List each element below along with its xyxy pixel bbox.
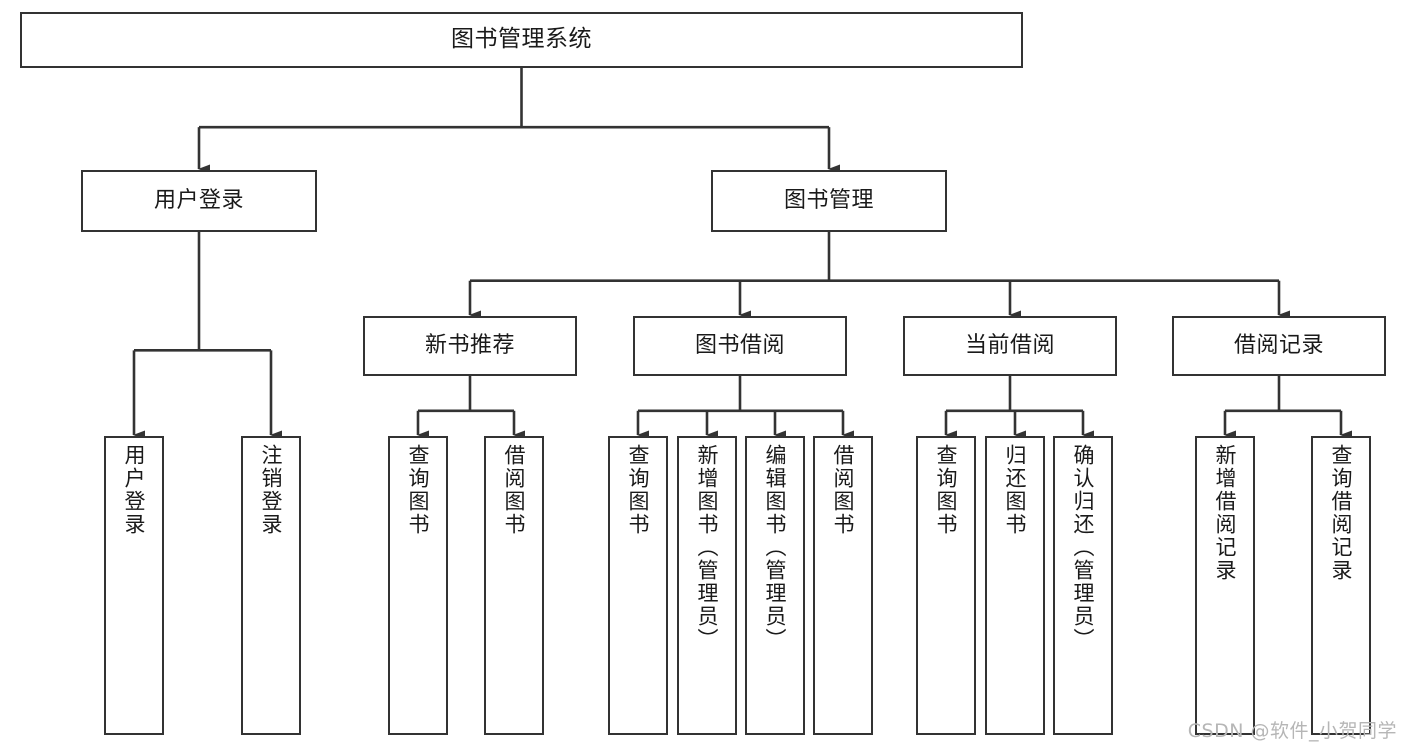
node-book-borrow[interactable]: 图书借阅	[633, 316, 847, 376]
node-label: 用户登录	[122, 444, 147, 536]
node-leaf-query-book-3[interactable]: 查询图书	[916, 436, 976, 735]
node-label: 归还图书	[1003, 444, 1028, 536]
node-user-login[interactable]: 用户登录	[81, 170, 317, 232]
node-leaf-query-book-2[interactable]: 查询图书	[608, 436, 668, 735]
node-label: 新书推荐	[424, 333, 515, 359]
node-leaf-confirm-return[interactable]: 确认归还（管理员）	[1053, 436, 1113, 735]
node-root[interactable]: 图书管理系统	[20, 12, 1023, 68]
node-label: 借阅图书	[831, 444, 856, 536]
node-leaf-query-record[interactable]: 查询借阅记录	[1311, 436, 1371, 735]
node-label: 新增借阅记录	[1213, 444, 1238, 582]
node-leaf-add-record[interactable]: 新增借阅记录	[1195, 436, 1255, 735]
node-leaf-logout[interactable]: 注销登录	[241, 436, 301, 735]
node-label: 注销登录	[259, 444, 284, 536]
node-leaf-return-book[interactable]: 归还图书	[985, 436, 1045, 735]
node-label: 编辑图书（管理员）	[763, 444, 788, 651]
node-label: 用户登录	[153, 188, 244, 214]
node-label: 图书管理	[783, 188, 874, 214]
node-label: 当前借阅	[964, 333, 1055, 359]
node-current-borrow[interactable]: 当前借阅	[903, 316, 1117, 376]
node-label: 借阅记录	[1233, 333, 1324, 359]
node-label: 确认归还（管理员）	[1071, 444, 1096, 651]
node-label: 图书管理系统	[451, 26, 592, 53]
node-leaf-borrow-book-1[interactable]: 借阅图书	[484, 436, 544, 735]
node-label: 查询图书	[934, 444, 959, 536]
node-leaf-edit-book[interactable]: 编辑图书（管理员）	[745, 436, 805, 735]
node-label: 查询图书	[626, 444, 651, 536]
node-label: 查询借阅记录	[1329, 444, 1354, 582]
node-book-manage[interactable]: 图书管理	[711, 170, 947, 232]
node-label: 图书借阅	[694, 333, 785, 359]
node-label: 借阅图书	[502, 444, 527, 536]
node-leaf-add-book[interactable]: 新增图书（管理员）	[677, 436, 737, 735]
node-leaf-query-book-1[interactable]: 查询图书	[388, 436, 448, 735]
node-label: 查询图书	[406, 444, 431, 536]
watermark: CSDN @软件_小贺同学	[1187, 720, 1397, 742]
node-leaf-user-login[interactable]: 用户登录	[104, 436, 164, 735]
node-label: 新增图书（管理员）	[695, 444, 720, 651]
node-new-book-rec[interactable]: 新书推荐	[363, 316, 577, 376]
node-leaf-borrow-book-2[interactable]: 借阅图书	[813, 436, 873, 735]
node-borrow-record[interactable]: 借阅记录	[1172, 316, 1386, 376]
